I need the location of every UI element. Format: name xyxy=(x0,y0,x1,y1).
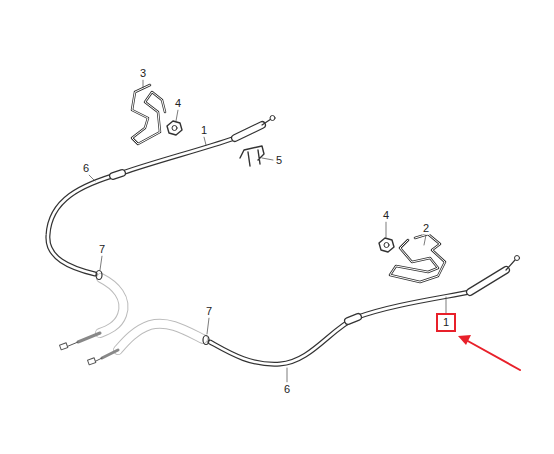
cable-faded xyxy=(118,324,203,350)
cable-sheath xyxy=(48,138,235,274)
leader-line xyxy=(89,175,95,181)
cable-eye xyxy=(59,343,67,350)
cable-eye xyxy=(87,358,95,365)
highlight-box: 1 xyxy=(436,313,456,332)
cable-fitting xyxy=(470,270,506,292)
cable-fitting xyxy=(235,125,262,138)
callout-number: 2 xyxy=(422,222,430,235)
callout-number: 4 xyxy=(174,97,182,110)
cable-faded xyxy=(100,278,124,333)
cable-sheath xyxy=(210,292,470,364)
sheath-ferrule xyxy=(348,317,358,321)
o-ring xyxy=(203,336,209,345)
cable-faded xyxy=(100,278,124,333)
sheath-ferrule xyxy=(113,173,122,176)
leader-line xyxy=(287,368,288,382)
cable-faded xyxy=(118,324,203,350)
inner-wire xyxy=(506,260,515,270)
leader-line xyxy=(100,256,102,270)
cable-fitting xyxy=(235,125,262,138)
cable-end xyxy=(102,350,118,358)
callout-number: 1 xyxy=(200,124,208,137)
spring-clip xyxy=(132,85,165,144)
leader-line xyxy=(207,318,209,334)
callout-number: 6 xyxy=(82,162,90,175)
cable-sheath xyxy=(48,138,235,274)
o-ring xyxy=(96,271,102,280)
callout-number: 5 xyxy=(275,154,283,167)
leader-line xyxy=(143,80,144,88)
callout-number: 7 xyxy=(98,243,106,256)
cable-end xyxy=(78,333,100,342)
leader-line xyxy=(386,222,387,237)
pointer-arrow xyxy=(466,340,520,370)
nut-hole xyxy=(172,126,177,131)
sheath-ferrule xyxy=(113,173,122,176)
retaining-bracket xyxy=(240,146,264,166)
callout-number: 1 xyxy=(443,317,449,328)
spring-clip xyxy=(390,234,445,282)
leader-line xyxy=(446,297,447,313)
leader-line xyxy=(176,110,178,121)
spring-clip xyxy=(132,85,165,144)
cable-fitting xyxy=(470,270,506,292)
cable-nipple xyxy=(515,256,520,261)
nut xyxy=(167,121,182,135)
pointer-arrowhead xyxy=(458,335,471,345)
nut xyxy=(379,238,394,252)
nut-hole xyxy=(384,243,389,248)
inner-wire xyxy=(262,119,271,125)
spring-clip xyxy=(390,234,445,282)
callout-number: 6 xyxy=(283,383,291,396)
callout-number: 3 xyxy=(139,67,147,80)
leader-line xyxy=(204,137,206,145)
sheath-ferrule xyxy=(348,317,358,321)
cable-sheath xyxy=(210,292,470,364)
leader-line xyxy=(262,158,273,160)
leader-line xyxy=(424,235,426,245)
cable-nipple xyxy=(270,116,275,121)
callout-number: 4 xyxy=(382,209,390,222)
callout-number: 7 xyxy=(205,305,213,318)
leader-lines xyxy=(89,80,446,382)
